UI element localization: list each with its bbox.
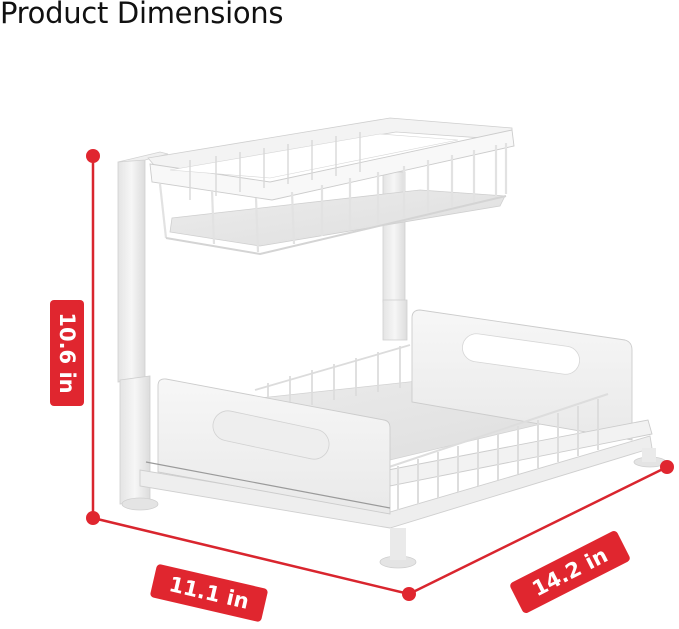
bottom-basket-wires bbox=[385, 393, 609, 510]
rack-illustration bbox=[117, 117, 667, 569]
height-dimension-label: 10.6 in bbox=[50, 300, 84, 406]
dimension-endpoints bbox=[86, 149, 674, 601]
depth-line bbox=[408, 465, 668, 596]
top-basket-wires bbox=[158, 143, 508, 253]
dimension-lines bbox=[91, 156, 668, 596]
back-right-endpoint-dot bbox=[660, 460, 674, 474]
width-line bbox=[92, 516, 410, 596]
page-title: Product Dimensions bbox=[0, 0, 284, 30]
front-right-endpoint-dot bbox=[402, 587, 416, 601]
front-left-endpoint-dot bbox=[86, 511, 100, 525]
top-endpoint-dot bbox=[86, 149, 100, 163]
